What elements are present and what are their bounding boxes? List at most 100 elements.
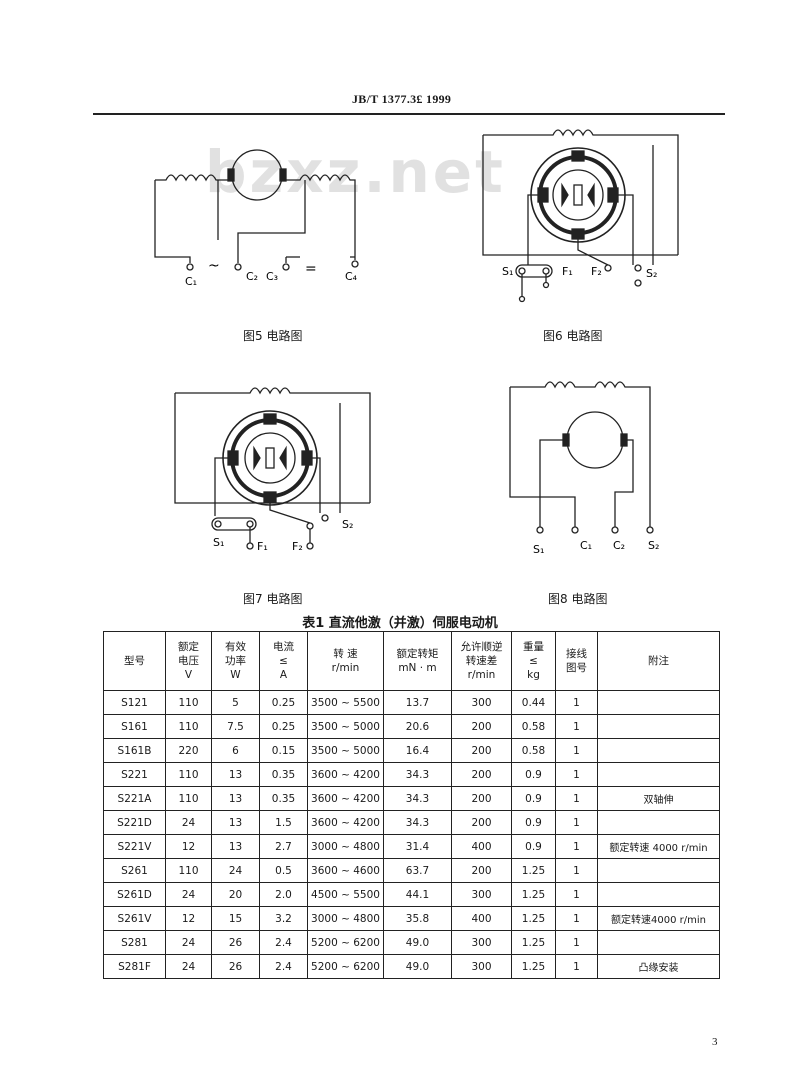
column-header: 电流≤A xyxy=(259,631,308,691)
fig5-label-ac: ~ xyxy=(208,258,220,274)
fig8-label-s1: S₁ xyxy=(533,543,544,556)
table-cell: 15 xyxy=(211,906,260,931)
table-cell: 1.25 xyxy=(511,858,556,883)
table-cell: S161B xyxy=(103,738,166,763)
column-header-line: 转 速 xyxy=(333,648,358,660)
column-header-line: kg xyxy=(527,669,540,681)
remark-cell: 凸缘安装 xyxy=(597,954,720,979)
figure-8-caption: 图8 电路图 xyxy=(548,592,608,606)
table-cell: 1.25 xyxy=(511,930,556,955)
table-cell: 1.25 xyxy=(511,954,556,979)
column-header: 附注 xyxy=(597,631,720,691)
table-cell: S161 xyxy=(103,714,166,739)
fig6-label-s2: S₂ xyxy=(646,267,657,280)
table-cell: 2.4 xyxy=(259,954,308,979)
table-cell: 200 xyxy=(451,786,512,811)
table-cell: 13 xyxy=(211,786,260,811)
table-cell: 3500 ~ 5000 xyxy=(307,738,384,763)
table-cell: 12 xyxy=(165,834,212,859)
table-cell: 1 xyxy=(555,690,598,715)
table-cell: 400 xyxy=(451,906,512,931)
table-cell: 110 xyxy=(165,858,212,883)
table-cell: 7.5 xyxy=(211,714,260,739)
table-cell: 3600 ~ 4200 xyxy=(307,810,384,835)
table-cell: 5200 ~ 6200 xyxy=(307,930,384,955)
table-cell: S221A xyxy=(103,786,166,811)
table-cell: 220 xyxy=(165,738,212,763)
table-cell: 35.8 xyxy=(383,906,452,931)
table-cell: 0.5 xyxy=(259,858,308,883)
table-cell: S261V xyxy=(103,906,166,931)
fig8-label-s2: S₂ xyxy=(648,539,659,552)
table-cell: S221 xyxy=(103,762,166,787)
figure-7-caption: 图7 电路图 xyxy=(243,592,303,606)
table-cell: 49.0 xyxy=(383,930,452,955)
table-cell: 1 xyxy=(555,906,598,931)
fig5-label-c4: C₄ xyxy=(345,270,358,283)
table-cell: 0.44 xyxy=(511,690,556,715)
table-cell: 200 xyxy=(451,858,512,883)
table-cell: 300 xyxy=(451,930,512,955)
table-cell: 0.25 xyxy=(259,714,308,739)
fig5-label-dc: = xyxy=(305,261,317,277)
table-cell: 1 xyxy=(555,738,598,763)
standard-number: JB/T 1377.3£ 1999 xyxy=(352,92,452,106)
column-header-line: 图号 xyxy=(566,662,587,674)
table-cell: 24 xyxy=(211,858,260,883)
table-cell: S221V xyxy=(103,834,166,859)
page-number: 3 xyxy=(712,1036,718,1048)
column-header-line: 电流 xyxy=(273,641,294,653)
column-header: 接线图号 xyxy=(555,631,598,691)
table-cell: S121 xyxy=(103,690,166,715)
column-header-line: 允许顺逆 xyxy=(460,641,503,653)
table-cell: 2.7 xyxy=(259,834,308,859)
column-header-line: r/min xyxy=(331,662,360,674)
remark-cell: 额定转速 4000 r/min xyxy=(597,834,720,859)
table-cell: 3600 ~ 4200 xyxy=(307,762,384,787)
column-header-line: 额定转矩 xyxy=(396,648,439,660)
fig6-label-f1: F₁ xyxy=(562,265,573,278)
table-cell: 13 xyxy=(211,810,260,835)
column-header-line: W xyxy=(230,669,241,681)
table-cell: 1.25 xyxy=(511,906,556,931)
table-cell: 44.1 xyxy=(383,882,452,907)
column-header-line: 有效 xyxy=(225,641,246,653)
table-cell: S261 xyxy=(103,858,166,883)
table-cell: S221D xyxy=(103,810,166,835)
table-cell: S281 xyxy=(103,930,166,955)
fig7-label-s1: S₁ xyxy=(213,536,224,549)
table-cell: S261D xyxy=(103,882,166,907)
table-cell: 0.35 xyxy=(259,762,308,787)
fig6-label-f2: F₂ xyxy=(591,265,602,278)
table-cell: 200 xyxy=(451,738,512,763)
table-cell: 110 xyxy=(165,690,212,715)
fig7-label-f1: F₁ xyxy=(257,540,268,553)
column-header-line: A xyxy=(279,669,288,681)
table-cell: 3000 ~ 4800 xyxy=(307,906,384,931)
table-cell: 1 xyxy=(555,786,598,811)
table-cell: 12 xyxy=(165,906,212,931)
figure-6-caption: 图6 电路图 xyxy=(543,329,603,343)
figure-5-diagram: C₁ ~ C₂ C₃ = C₄ xyxy=(154,149,359,288)
remark-cell xyxy=(597,930,720,955)
figure-8-diagram: S₁ C₁ C₂ S₂ xyxy=(509,381,659,556)
fig5-label-c3: C₃ xyxy=(266,270,278,283)
table-cell: 13 xyxy=(211,762,260,787)
watermark: bzxz.net xyxy=(205,138,506,206)
fig6-label-s1: S₁ xyxy=(502,265,513,278)
